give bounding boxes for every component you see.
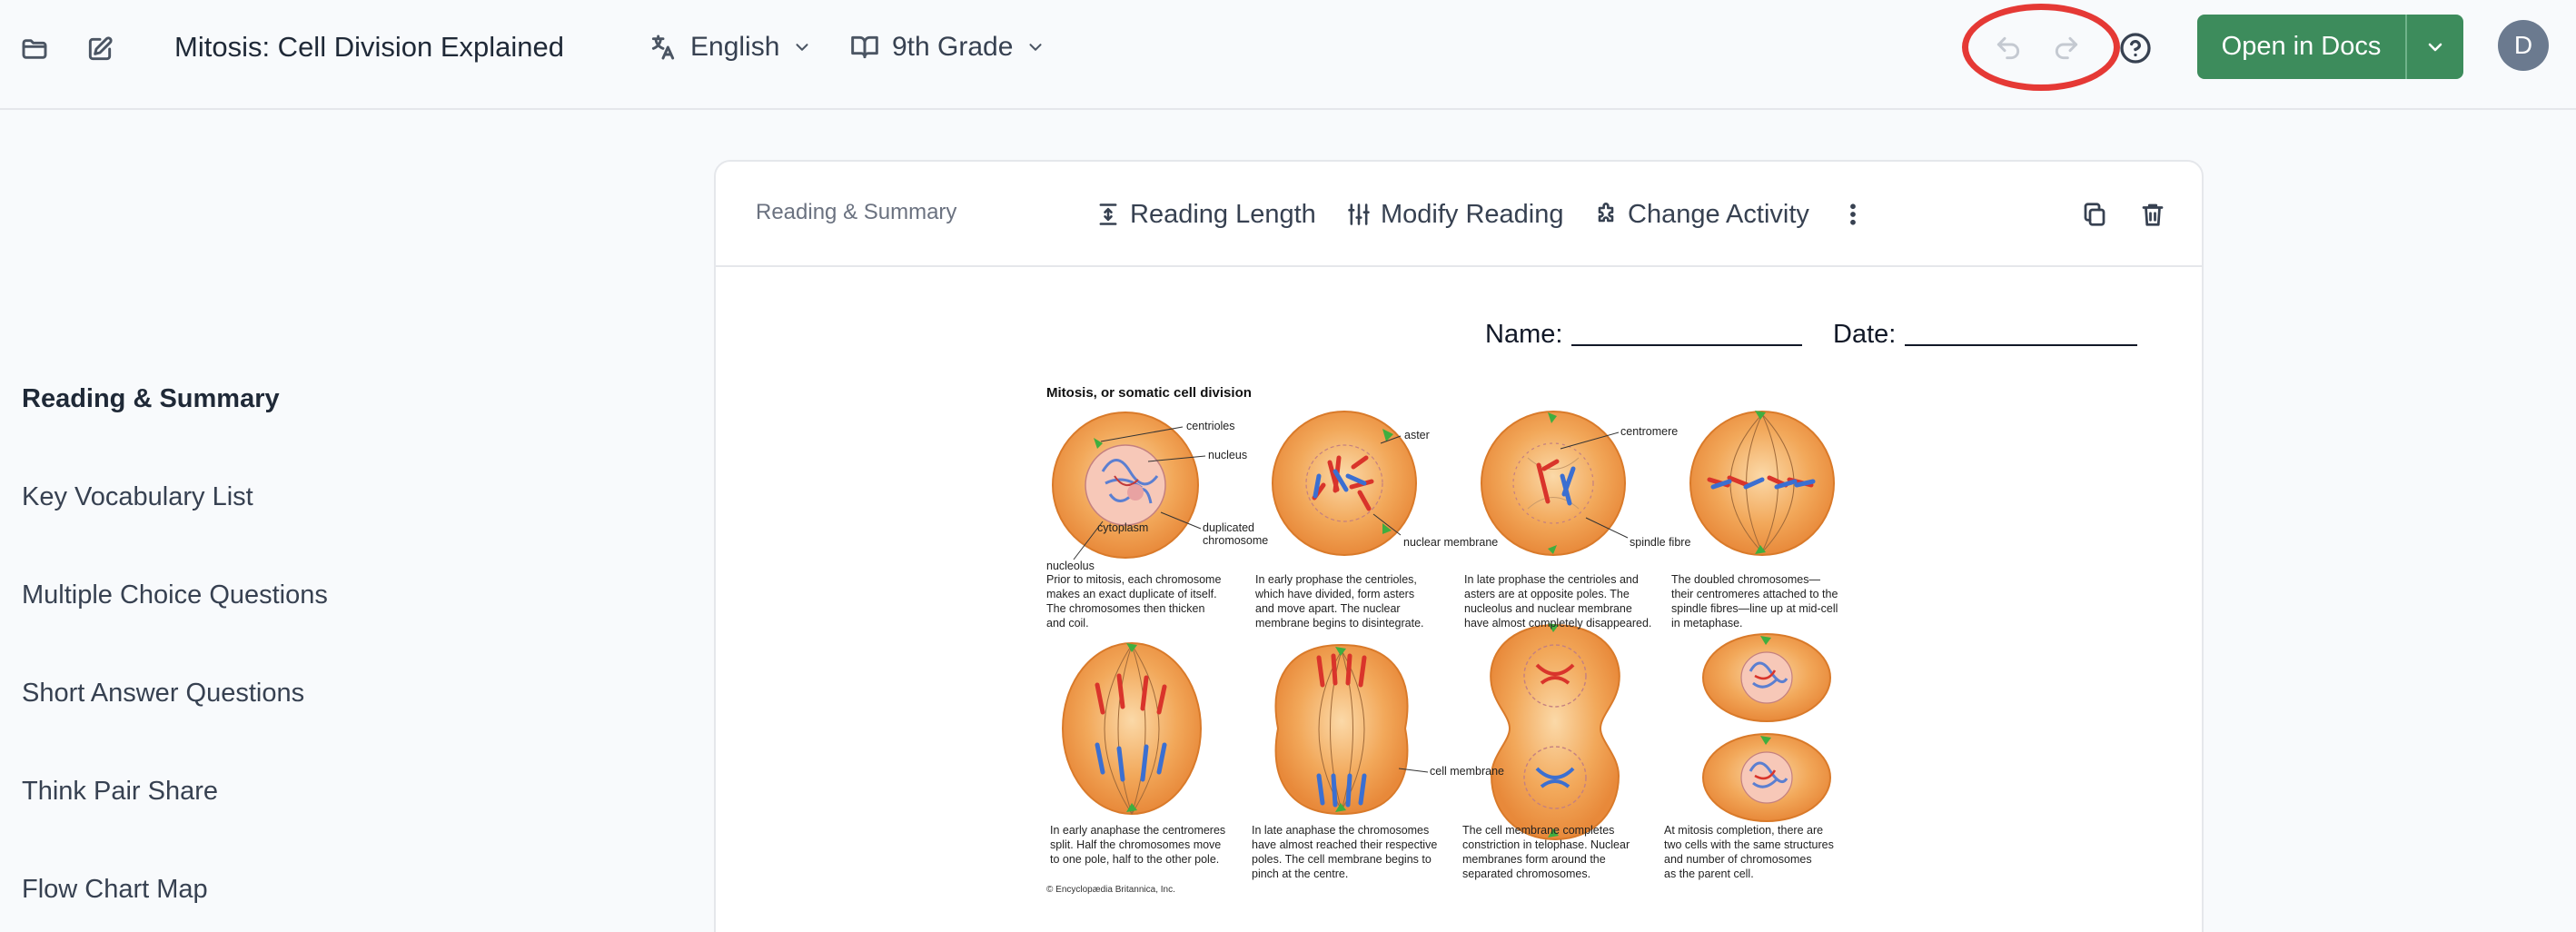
change-activity-label: Change Activity — [1628, 199, 1809, 229]
label-nuclear-membrane: nuclear membrane — [1403, 536, 1499, 549]
edit-icon[interactable] — [80, 29, 120, 69]
sliders-icon — [1348, 203, 1370, 225]
trash-icon — [2142, 203, 2164, 226]
activity-card: Reading & Summary Reading Length Modify … — [714, 160, 2204, 932]
cell-telophase — [1490, 623, 1620, 841]
label-duplicated-chromosome: duplicated chromosome — [1203, 521, 1269, 547]
cell-interphase — [1052, 411, 1199, 559]
language-dropdown[interactable]: English — [649, 27, 812, 67]
undo-button[interactable] — [1987, 27, 2029, 69]
label-nucleus: nucleus — [1208, 449, 1248, 461]
text-height-icon — [1099, 203, 1117, 225]
sidebar-item-multiple-choice[interactable]: Multiple Choice Questions — [22, 580, 328, 610]
copy-icon — [2084, 203, 2105, 226]
redo-icon — [2055, 36, 2078, 60]
card-toolbar: Reading & Summary Reading Length Modify … — [716, 162, 2202, 267]
caption-interphase: Prior to mitosis, each chromosome makes … — [1046, 573, 1222, 630]
grade-label: 9th Grade — [892, 32, 1014, 62]
undo-icon — [1996, 36, 2020, 60]
folder-icon[interactable] — [15, 29, 54, 69]
caption-metaphase: The doubled chromosomes— their centromer… — [1671, 573, 1838, 630]
label-aster: aster — [1404, 429, 1430, 441]
open-in-docs-button[interactable]: Open in Docs — [2221, 32, 2382, 61]
cell-metaphase — [1689, 411, 1835, 556]
highlight-annotation — [1962, 4, 2120, 91]
sidebar-item-think-pair-share[interactable]: Think Pair Share — [22, 777, 218, 806]
help-circle-icon — [2120, 33, 2151, 64]
leader-lines — [1073, 426, 1629, 773]
figure-title: Mitosis, or somatic cell division — [1046, 385, 1252, 401]
caption-early-prophase: In early prophase the centrioles, which … — [1255, 573, 1424, 630]
copy-button[interactable] — [2075, 194, 2115, 234]
puzzle-icon — [1598, 203, 1614, 223]
date-line — [1905, 344, 2138, 346]
sidebar-item-reading-summary[interactable]: Reading & Summary — [22, 384, 280, 413]
sidebar-item-flow-chart-map[interactable]: Flow Chart Map — [22, 875, 208, 904]
caption-late-anaphase: In late anaphase the chromosomes have al… — [1252, 824, 1438, 880]
sidebar-item-key-vocabulary[interactable]: Key Vocabulary List — [22, 482, 253, 511]
card-section-label: Reading & Summary — [756, 200, 957, 224]
caption-daughter-cells: At mitosis completion, there are two cel… — [1664, 824, 1834, 880]
more-options-button[interactable] — [1833, 194, 1873, 234]
open-in-docs-button-group: Open in Docs — [2197, 15, 2463, 79]
label-centromere: centromere — [1620, 425, 1679, 438]
cell-daughter-cells — [1702, 633, 1831, 822]
reading-length-label: Reading Length — [1130, 199, 1316, 229]
chevron-down-icon — [1029, 44, 1042, 51]
top-bar: Mitosis: Cell Division Explained English… — [0, 0, 2576, 110]
cell-late-anaphase — [1274, 643, 1409, 816]
reading-length-button[interactable]: Reading Length — [1095, 194, 1316, 234]
book-open-icon — [851, 35, 878, 59]
cell-late-prophase — [1481, 411, 1626, 556]
name-label: Name: — [1485, 320, 1563, 349]
cell-early-anaphase — [1062, 642, 1202, 815]
cell-early-prophase — [1272, 411, 1417, 556]
label-nucleolus: nucleolus — [1046, 560, 1095, 572]
figure-copyright: © Encyclopædia Britannica, Inc. — [1046, 885, 1175, 895]
label-cytoplasm: cytoplasm — [1097, 521, 1149, 534]
redo-button[interactable] — [2046, 27, 2087, 69]
user-avatar[interactable]: D — [2498, 20, 2549, 71]
date-field[interactable]: Date: — [1833, 320, 2138, 350]
modify-reading-label: Modify Reading — [1381, 199, 1564, 229]
help-button[interactable] — [2115, 27, 2156, 69]
language-label: English — [690, 32, 780, 62]
caption-late-prophase: In late prophase the centrioles and aste… — [1464, 573, 1652, 630]
activity-sidebar: Reading & Summary Key Vocabulary List Mu… — [0, 112, 708, 932]
caption-early-anaphase: In early anaphase the centromeres split.… — [1050, 824, 1226, 866]
delete-button[interactable] — [2133, 194, 2173, 234]
grade-dropdown[interactable]: 9th Grade — [850, 27, 1045, 67]
date-label: Date: — [1833, 320, 1897, 349]
sidebar-item-short-answer[interactable]: Short Answer Questions — [22, 679, 305, 708]
name-line — [1571, 344, 1803, 346]
more-vertical-icon — [1850, 203, 1856, 225]
label-spindle-fibre: spindle fibre — [1630, 536, 1691, 549]
open-docs-menu-button[interactable] — [2405, 15, 2463, 79]
mitosis-diagram: Mitosis, or somatic cell division centri… — [1046, 385, 1882, 895]
label-centrioles: centrioles — [1186, 420, 1235, 432]
change-activity-button[interactable]: Change Activity — [1593, 194, 1809, 234]
name-field[interactable]: Name: — [1485, 320, 1803, 350]
translate-icon — [651, 35, 675, 60]
caption-telophase: The cell membrane completes constriction… — [1462, 824, 1630, 880]
label-cell-membrane: cell membrane — [1430, 765, 1504, 778]
chevron-down-icon — [2428, 43, 2442, 51]
document-title[interactable]: Mitosis: Cell Division Explained — [174, 31, 564, 63]
modify-reading-button[interactable]: Modify Reading — [1346, 194, 1564, 234]
mitosis-illustration — [1052, 411, 1835, 841]
chevron-down-icon — [796, 44, 808, 51]
